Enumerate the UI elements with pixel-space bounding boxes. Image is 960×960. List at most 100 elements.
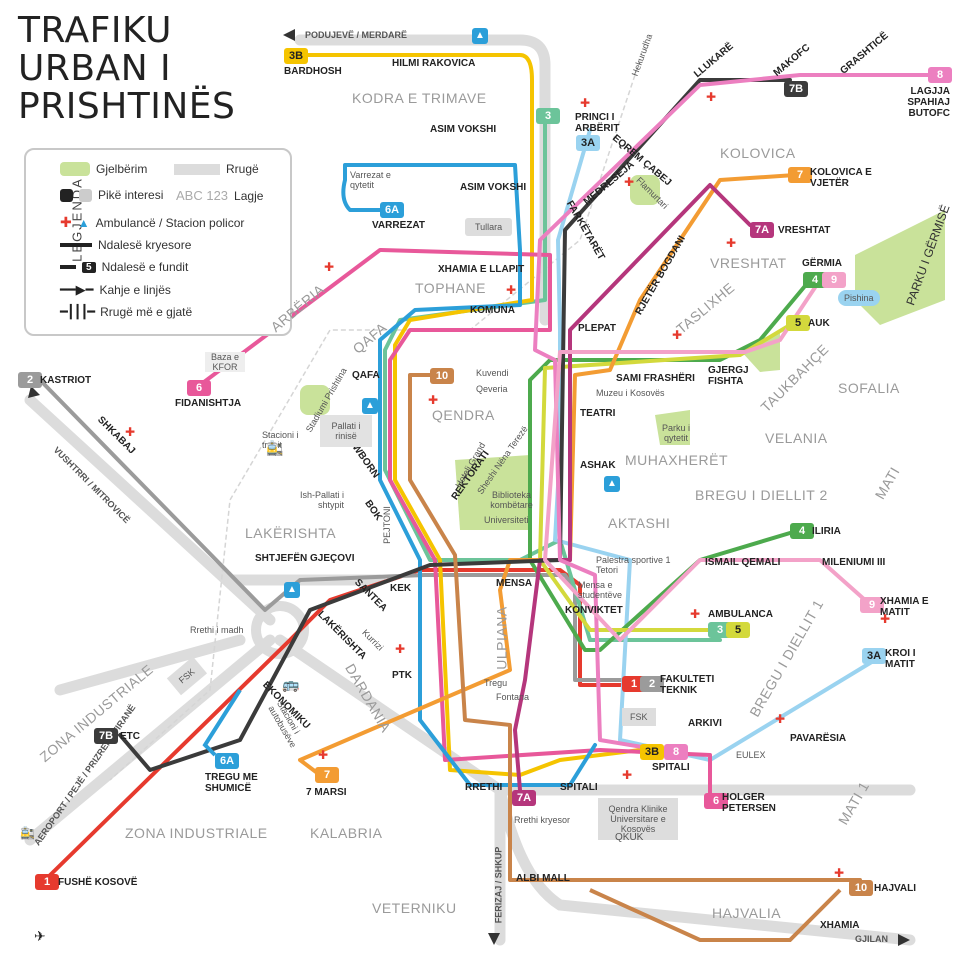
badge-3: 3 (536, 108, 560, 124)
ambulance-icon: ✚ (775, 712, 786, 726)
road-ferizaj: FERIZAJ / SHKUP (493, 846, 504, 924)
poi-rrethi-kryesor: Rrethi kryesor (514, 815, 571, 825)
ambulance-icon: ✚ (580, 96, 591, 110)
ambulance-icon: ✚ (506, 283, 517, 297)
last-stop-line-icon (60, 265, 76, 269)
airplane-icon: ✈ (34, 928, 46, 944)
stop-ashak: ASHAK (580, 460, 616, 471)
ambulance-icon: ✚ (624, 175, 635, 189)
legend: LEGJENDA Gjelbërim Rrugë Pikë interesi A… (24, 148, 292, 336)
stop-mensa: MENSA (496, 578, 533, 589)
bus-lines (38, 53, 937, 887)
poi-fsk-2: FSK (622, 708, 656, 726)
badge-10-qafa: 10 (430, 368, 454, 384)
roads (24, 34, 916, 946)
badge-3a: 3A (576, 135, 600, 151)
stop-plepat: PLEPAT (578, 323, 616, 334)
badge-7b-etc: 7B (94, 728, 118, 744)
legend-longer-road-label: Rrugë më e gjatë (100, 305, 193, 319)
ambulance-icon: ✚ (428, 393, 439, 407)
area-hajvalia: HAJVALIA (712, 905, 782, 921)
terminal-holger: HOLGER PETERSEN (722, 792, 776, 814)
terminal-7marsi: 7 MARSI (306, 787, 347, 798)
ambulance-icon: ✚ (125, 425, 136, 439)
line-6a (341, 163, 597, 787)
terminal-varrezat: VARREZAT (372, 220, 425, 231)
area-kodra: KODRA E TRIMAVE (352, 90, 487, 106)
badge-2-fakulteti: 2 (640, 676, 664, 692)
badge-7b-makofc: 7B (784, 81, 808, 97)
badge-3b-bardhosh: 3B (284, 48, 308, 64)
direction-arrows (28, 29, 910, 946)
main-stop-icon (60, 243, 92, 247)
poi-palestra: Palestra sportive 1 Tetori (596, 555, 671, 575)
green-swatch (60, 162, 90, 176)
poi-pishina: Pishina (838, 290, 880, 306)
badge-5-auk: 5 (786, 315, 810, 331)
stop-sami: SAMI FRASHËRI (616, 373, 695, 384)
legend-green-label: Gjelbërim (96, 162, 148, 176)
police-icon: ▲ (604, 476, 620, 492)
line-6a-tail (202, 688, 242, 757)
ambulance-icon: ✚ (60, 214, 72, 230)
poi-tregu: Tregu (484, 678, 508, 688)
legend-last-stop-label: Ndalesë e fundit (101, 260, 189, 274)
badge-6a-varrezat: 6A (380, 202, 404, 218)
area-aktashi: AKTASHI (608, 515, 671, 531)
road-gjilan: GJILAN (855, 934, 889, 944)
police-icon: ▲ (472, 28, 488, 44)
road-swatch (174, 163, 220, 175)
badge-9-xhamia: 9 (860, 597, 884, 613)
ambulance-icon: ✚ (318, 748, 329, 762)
area-velania: VELANIA (765, 430, 828, 446)
last-stop-badge: 5 (82, 261, 96, 273)
district-sample: ABC 123 (176, 188, 229, 203)
poi-qkuk: Qendra Klinike Universitare e Kosovës (598, 798, 678, 840)
poi-baza: Baza e KFOR (205, 352, 245, 372)
terminal-ambulanca: AMBULANCA (708, 609, 773, 620)
terminal-fakulteti: FAKULTETI TEKNIK (660, 674, 715, 696)
terminal-princi: PRINCI I ARBËRIT (575, 112, 620, 134)
ambulance-icon: ✚ (726, 236, 737, 250)
area-sofalia: SOFALIA (838, 380, 900, 396)
area-vreshtat: VRESHTAT (710, 255, 787, 271)
terminal-xhamia-matit: XHAMIA E MATIT (880, 596, 929, 618)
poi-eulex: EULEX (736, 750, 766, 760)
legend-poi: Pikë interesi (60, 188, 163, 202)
legend-district: ABC 123 Lagje (176, 188, 263, 203)
line-8 (533, 73, 937, 752)
line-2 (38, 378, 652, 682)
terminal-vreshtat: VRESHTAT (778, 225, 831, 236)
terminal-lagjja: LAGJJA SPAHIAJ BUTOFC (907, 86, 950, 119)
line-10 (408, 373, 862, 882)
area-ulpiana: ULPIANA (493, 606, 510, 670)
stop-xhamia-hajvali: XHAMIA (820, 920, 860, 931)
legend-road-label: Rrugë (226, 162, 259, 176)
ambulance-icon: ✚ (690, 607, 701, 621)
stop-hilmi: HILMI RAKOVICA (392, 58, 476, 69)
title-line-3: PRISHTINËS (18, 86, 236, 127)
badge-6a-tregu: 6A (215, 753, 239, 769)
area-bregu2: BREGU I DIELLIT 2 (695, 487, 828, 503)
stop-gjergj: GJERGJ FISHTA (708, 365, 749, 387)
longer-road-icon: ━┃┃┃━ (60, 304, 95, 319)
legend-green: Gjelbërim (60, 162, 147, 176)
stop-spitali: SPITALI (560, 782, 598, 793)
badge-1-fushe: 1 (35, 874, 59, 890)
terminal-kolovica: KOLOVICA E VJETËR (810, 167, 872, 189)
stop-asim: ASIM VOKSHI (460, 182, 527, 193)
area-zona-2: ZONA INDUSTRIALE (125, 825, 268, 841)
poi-mensa: Mensa e studentëve (578, 580, 623, 600)
stop-ismail: ISMAIL QEMALI (705, 557, 781, 568)
police-icon: ▲ (284, 582, 300, 598)
terminal-iliria: ILIRIA (812, 526, 841, 537)
area-veterniku: VETERNIKU (372, 900, 457, 916)
terminal-kastriot: KASTRIOT (40, 375, 92, 386)
legend-poi-label: Pikë interesi (98, 188, 164, 202)
poi-rrethi-madh: Rrethi i madh (190, 625, 244, 635)
ambulance-icon: ✚ (672, 328, 683, 342)
poi-universiteti: Universiteti (484, 515, 529, 525)
map-title: TRAFIKU URBAN I PRISHTINËS (18, 12, 235, 126)
poi-biblioteka: Biblioteka kombëtare (490, 490, 533, 510)
police-icon: ▲ (362, 398, 378, 414)
